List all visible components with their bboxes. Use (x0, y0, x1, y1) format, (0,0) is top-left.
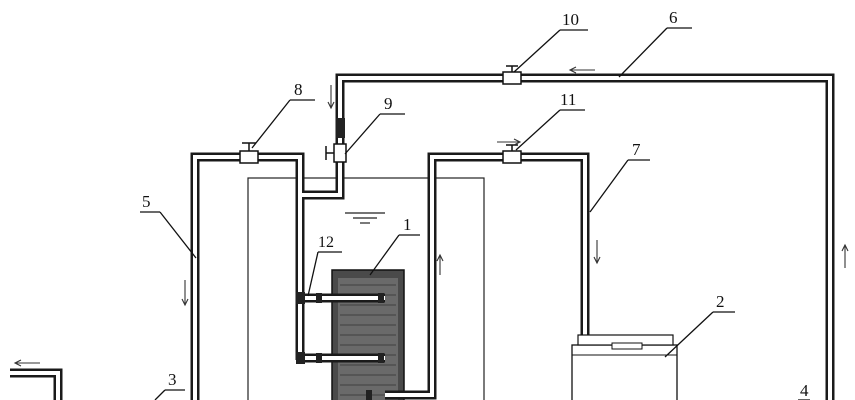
water-level-mark (345, 212, 385, 224)
label-4: 4 (800, 381, 809, 400)
pipe-network (10, 73, 835, 400)
flow-arrows (13, 66, 849, 367)
label-2: 2 (716, 292, 725, 311)
label-1: 1 (403, 215, 412, 234)
tank (247, 177, 485, 400)
label-6: 6 (669, 8, 678, 27)
label-8: 8 (294, 80, 303, 99)
label-10: 10 (562, 10, 579, 29)
heat-exchanger-core (331, 269, 405, 400)
valve-11 (502, 144, 522, 164)
pipe-fittings (296, 118, 384, 400)
leader-lines (140, 27, 810, 400)
label-5: 5 (142, 192, 151, 211)
label-7: 7 (632, 140, 641, 159)
component-2-box (571, 334, 678, 400)
valve-8 (239, 142, 259, 164)
label-3: 3 (168, 370, 177, 389)
label-9: 9 (384, 94, 393, 113)
valve-10 (502, 65, 522, 85)
valve-9 (325, 143, 347, 163)
label-11: 11 (560, 90, 576, 109)
label-12: 12 (318, 234, 334, 251)
